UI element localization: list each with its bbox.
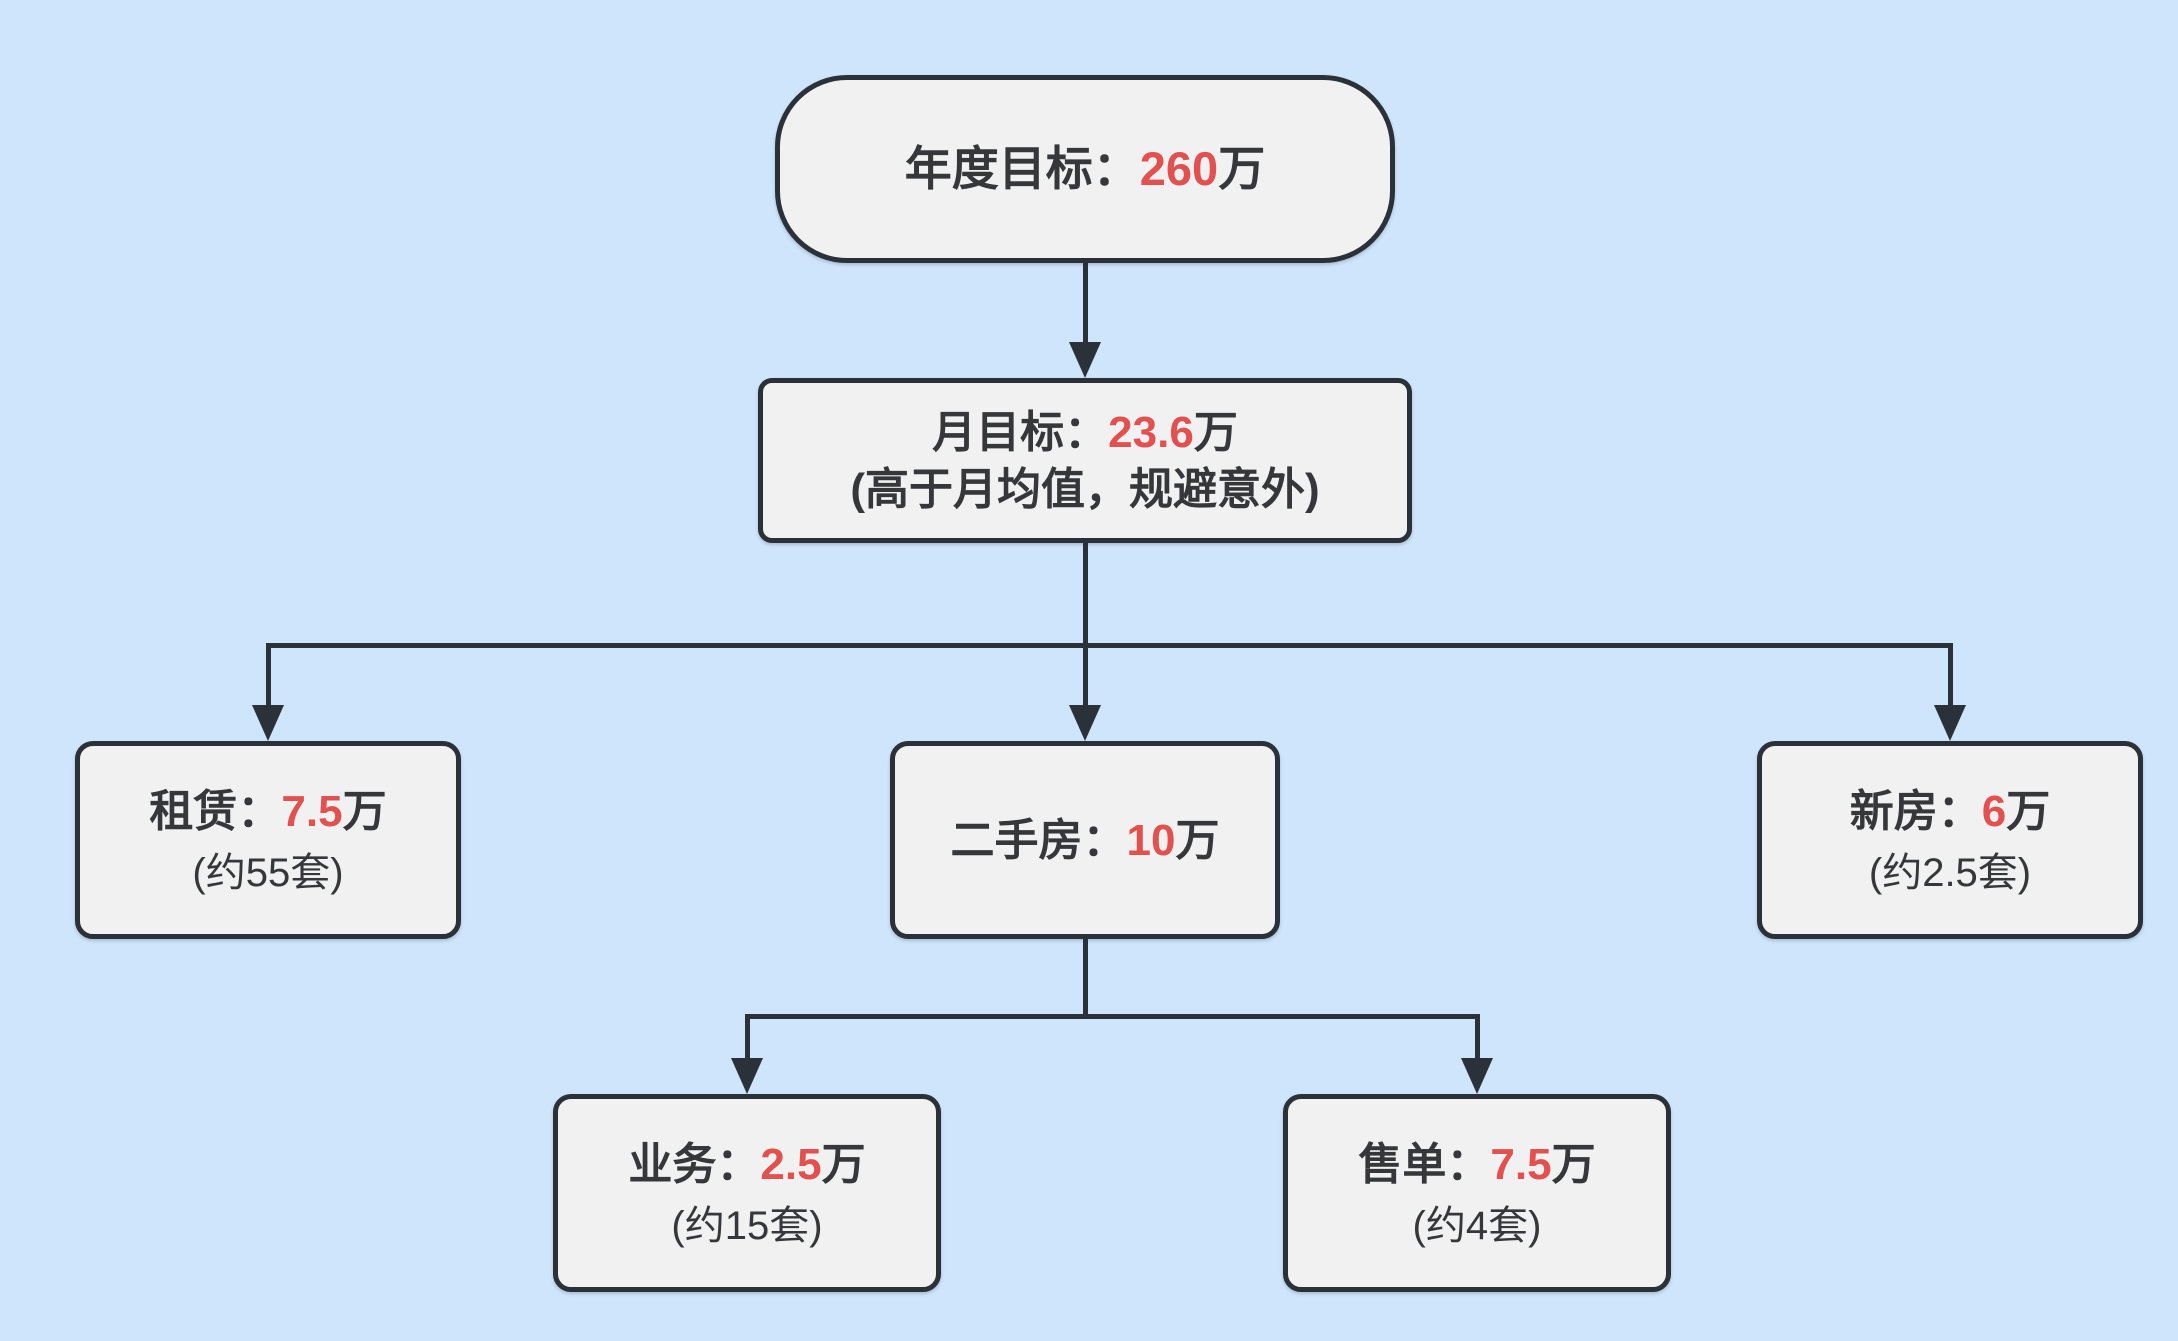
label-prefix: 年度目标： [904, 141, 1140, 195]
node-resale-home: 二手房：10万 [890, 741, 1280, 939]
monthly-goal-label: 月目标：23.6万 [932, 405, 1238, 460]
sales-order-label: 售单：7.5万 [1358, 1137, 1595, 1192]
label-value: 7.5 [281, 786, 343, 836]
label-suffix: 万 [1218, 141, 1266, 195]
label-prefix: 租赁： [149, 786, 282, 836]
label-suffix: 万 [1175, 815, 1220, 865]
label-suffix: 万 [342, 786, 387, 836]
connector-subbranch-rail [745, 1014, 1480, 1019]
connector-drop-resale [1083, 643, 1088, 711]
node-rental: 租赁：7.5万 (约55套) [75, 741, 461, 939]
label-prefix: 二手房： [950, 815, 1127, 865]
label-suffix: 万 [821, 1139, 866, 1189]
label-prefix: 售单： [1358, 1139, 1491, 1189]
node-monthly-goal: 月目标：23.6万 (高于月均值，规避意外) [758, 378, 1412, 543]
node-business: 业务：2.5万 (约15套) [553, 1094, 941, 1292]
arrow-down-icon [731, 1058, 763, 1094]
rental-note: (约55套) [192, 850, 344, 895]
label-value: 23.6 [1108, 407, 1194, 457]
label-value: 7.5 [1490, 1139, 1552, 1189]
arrow-down-icon [1069, 342, 1101, 378]
label-suffix: 万 [2006, 786, 2051, 836]
connector-drop-business [745, 1014, 750, 1064]
node-annual-goal: 年度目标：260万 [775, 75, 1395, 263]
connector-root-to-month [1083, 263, 1088, 346]
label-prefix: 新房： [1849, 786, 1982, 836]
label-value: 2.5 [760, 1139, 822, 1189]
arrow-down-icon [1069, 705, 1101, 741]
business-note: (约15套) [671, 1203, 823, 1248]
label-value: 6 [1981, 786, 2007, 836]
connector-resale-stem [1083, 939, 1088, 1019]
connector-drop-sales-order [1475, 1014, 1480, 1064]
label-prefix: 业务： [628, 1139, 761, 1189]
annual-goal-label: 年度目标：260万 [905, 140, 1265, 199]
label-value: 260 [1139, 141, 1219, 195]
label-suffix: 万 [1193, 407, 1238, 457]
new-home-note: (约2.5套) [1868, 850, 2032, 895]
monthly-goal-note: (高于月均值，规避意外) [850, 464, 1320, 514]
node-new-home: 新房：6万 (约2.5套) [1757, 741, 2143, 939]
connector-drop-rental [266, 643, 271, 711]
arrow-down-icon [252, 705, 284, 741]
connector-drop-new-home [1948, 643, 1953, 711]
resale-label: 二手房：10万 [951, 813, 1220, 868]
label-suffix: 万 [1551, 1139, 1596, 1189]
node-sales-order: 售单：7.5万 (约4套) [1283, 1094, 1671, 1292]
sales-order-note: (约4套) [1412, 1203, 1542, 1248]
new-home-label: 新房：6万 [1850, 784, 2050, 839]
label-prefix: 月目标： [932, 407, 1109, 457]
rental-label: 租赁：7.5万 [149, 784, 386, 839]
arrow-down-icon [1934, 705, 1966, 741]
connector-month-stem [1083, 543, 1088, 648]
connector-branch-rail [266, 643, 1953, 648]
arrow-down-icon [1461, 1058, 1493, 1094]
label-value: 10 [1126, 815, 1176, 865]
business-label: 业务：2.5万 [628, 1137, 865, 1192]
